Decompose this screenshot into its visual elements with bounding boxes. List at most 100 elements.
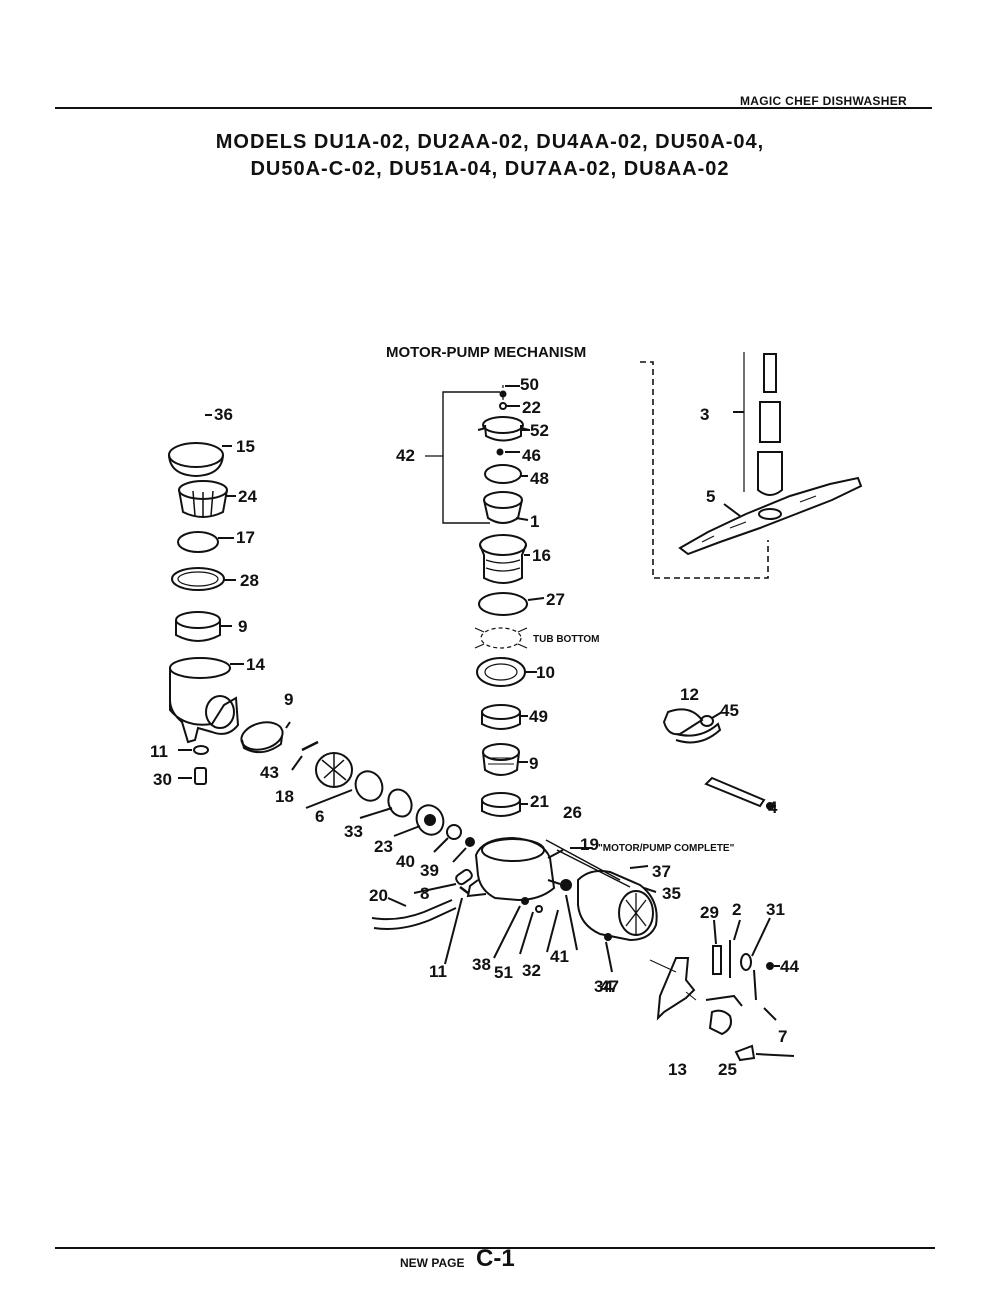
part-31	[766, 962, 774, 970]
motor-pump-complete-label: "MOTOR/PUMP COMPLETE"	[598, 843, 735, 854]
part-15-cap	[168, 442, 224, 468]
part-22-cap	[482, 416, 524, 434]
callout-51: 51	[494, 963, 513, 982]
models-title-line1: MODELS DU1A-02, DU2AA-02, DU4AA-02, DU50…	[215, 131, 765, 153]
part-42-oring	[484, 464, 522, 484]
tub-bottom-label: TUB BOTTOM	[533, 634, 599, 645]
callout-8: 8	[420, 884, 429, 903]
motor-cable	[545, 839, 631, 888]
callout-34: 34	[594, 977, 613, 996]
callout-11: 11	[429, 962, 447, 981]
part-40-washer	[446, 824, 462, 840]
part-4	[712, 945, 722, 975]
callout-43: 43	[260, 763, 279, 782]
callout-13: 13	[668, 1060, 687, 1079]
part-16-gasket	[478, 592, 528, 616]
callout-15: 15	[236, 437, 255, 456]
part-44	[753, 969, 777, 1021]
part-1-housing	[479, 534, 527, 556]
footer-rule	[55, 1247, 935, 1249]
callout-2: 2	[732, 900, 741, 919]
callout-48: 48	[530, 469, 549, 488]
part-39-nut	[465, 837, 475, 847]
part-45-bar	[704, 776, 766, 808]
callout-6: 6	[315, 807, 324, 826]
callout-23: 23	[374, 837, 393, 856]
part-38	[521, 897, 529, 905]
part-11b	[459, 886, 469, 894]
part-41	[560, 879, 572, 891]
new-page-label: NEW PAGE	[400, 1256, 465, 1270]
page-id: C-1	[476, 1245, 515, 1272]
callout-24: 24	[238, 487, 257, 506]
callout-5: 5	[706, 487, 715, 506]
callout-33: 33	[344, 822, 363, 841]
part-3-spray-arm	[678, 476, 863, 556]
callout-41: 41	[550, 947, 569, 966]
part-2	[740, 953, 752, 971]
callout-21: 21	[530, 792, 549, 811]
part-12	[700, 715, 714, 727]
callout-30: 30	[153, 770, 172, 789]
callout-3: 3	[700, 405, 709, 424]
callout-12: 12	[680, 685, 699, 704]
part-43-spring	[301, 740, 319, 752]
callout-9: 9	[529, 754, 538, 773]
callout-27: 27	[546, 590, 565, 609]
callout-50: 50	[520, 375, 539, 394]
part-30-plug	[194, 767, 207, 785]
part-34-screw	[499, 390, 507, 398]
callout-14: 14	[246, 655, 265, 674]
part-9c-clamp	[481, 792, 521, 808]
callout-42: 42	[396, 446, 415, 465]
header-rule	[55, 107, 932, 109]
callout-36: 36	[214, 405, 233, 424]
callout-20: 20	[369, 886, 388, 905]
section-title: MOTOR-PUMP MECHANISM	[386, 344, 586, 361]
callout-38: 38	[472, 955, 491, 974]
callout-19: 19	[580, 835, 599, 854]
part-25	[734, 1044, 756, 1062]
part-11-washer	[193, 745, 209, 755]
part-5-deflector	[662, 708, 722, 744]
part-47-tube	[757, 353, 783, 496]
part-52	[496, 448, 504, 456]
callout-26: 26	[563, 803, 582, 822]
part-18-impeller	[315, 752, 353, 788]
callout-35: 35	[662, 884, 681, 903]
part-23-seal	[415, 804, 445, 836]
part-13-clip	[708, 1009, 732, 1036]
dashed-group-box	[640, 361, 769, 579]
brand-label: MAGIC CHEF DISHWASHER	[740, 94, 907, 108]
part-7-bracket	[656, 957, 696, 1021]
callout-49: 49	[529, 707, 548, 726]
models-title-line2: DU50A-C-02, DU51A-04, DU7AA-02, DU8AA-02	[250, 158, 730, 180]
part-48-filter	[483, 491, 523, 509]
callout-11: 11	[150, 742, 168, 761]
callout-7: 7	[778, 1027, 787, 1046]
callout-28: 28	[240, 571, 259, 590]
callout-16: 16	[532, 546, 551, 565]
motor	[577, 870, 658, 942]
callout-40: 40	[396, 852, 415, 871]
part-10-clamp	[481, 704, 521, 720]
tub-bottom-marker	[474, 627, 528, 649]
callout-37: 37	[652, 862, 671, 881]
callout-25: 25	[718, 1060, 737, 1079]
callout-46: 46	[522, 446, 541, 465]
part-6-ring	[354, 770, 384, 802]
part-50	[499, 402, 507, 410]
part-32	[535, 905, 543, 913]
callout-45: 45	[720, 701, 739, 720]
callout-17: 17	[236, 528, 255, 547]
callout-52: 52	[530, 421, 549, 440]
callout-10: 10	[536, 663, 555, 682]
part-27-nut	[476, 657, 526, 687]
part-8-valve	[455, 868, 473, 886]
callout-9: 9	[284, 690, 293, 709]
callout-1: 1	[530, 512, 539, 531]
part-14-housing	[169, 657, 231, 679]
bracket-46	[442, 391, 500, 524]
